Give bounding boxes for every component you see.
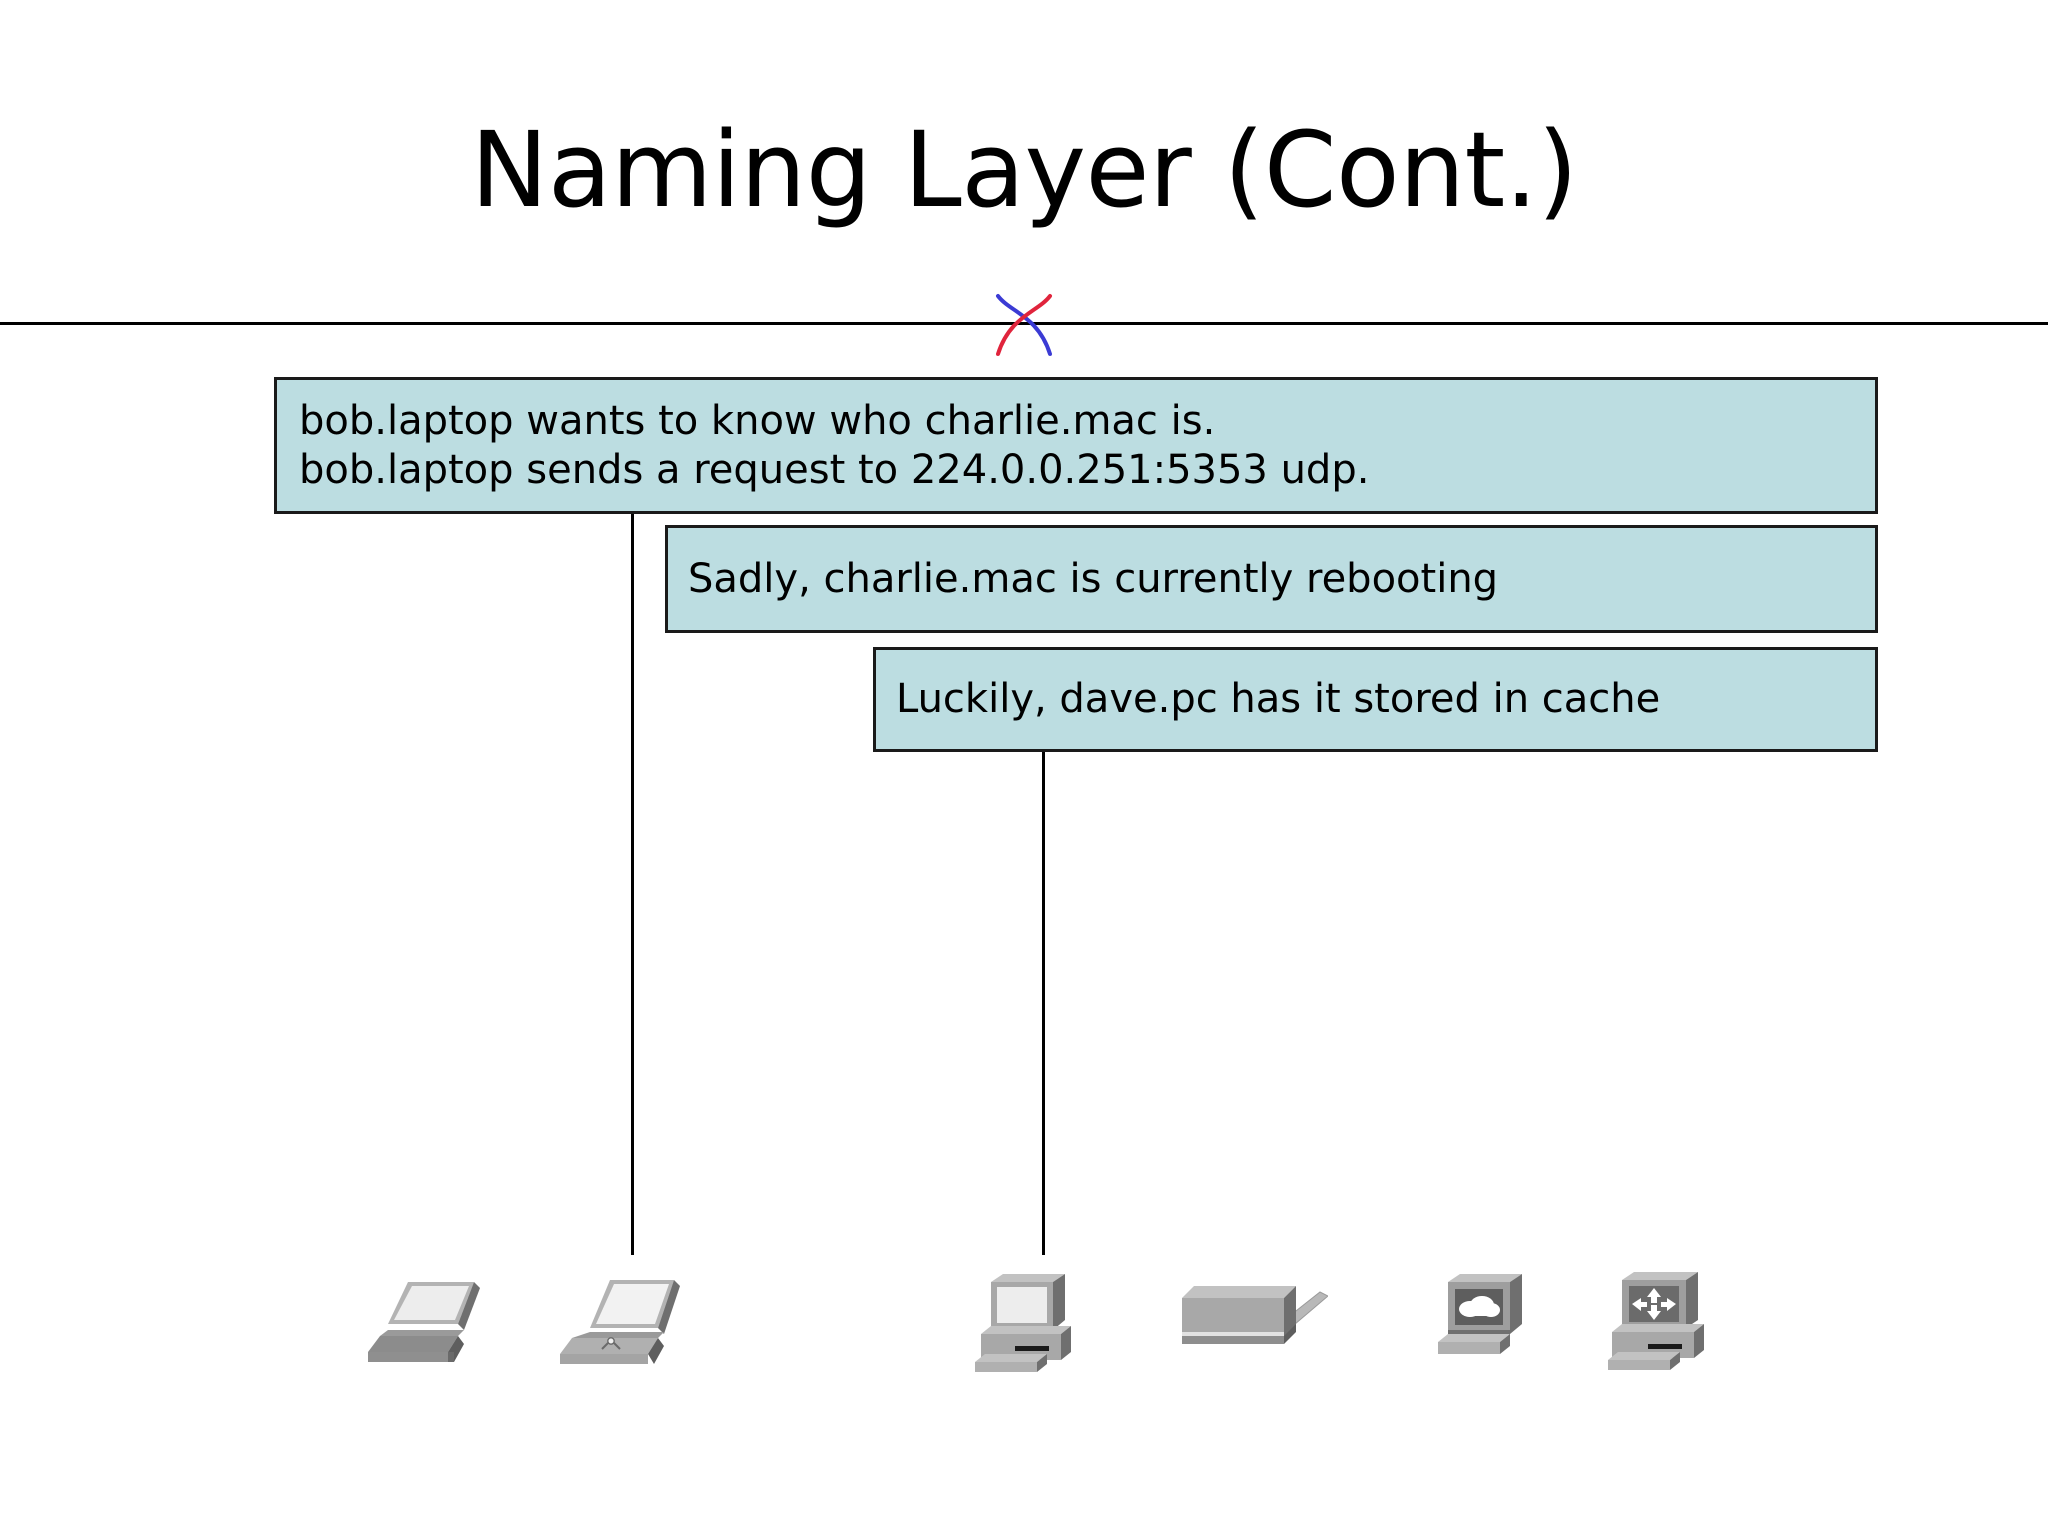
server-antenna-icon bbox=[1178, 1270, 1329, 1374]
connector-line-callout3-to-desktop bbox=[1042, 752, 1045, 1255]
callout-box-rebooting: Sadly, charlie.mac is currently rebootin… bbox=[665, 525, 1878, 633]
device-row bbox=[0, 1270, 2048, 1430]
callout-box-cache: Luckily, dave.pc has it stored in cache bbox=[873, 647, 1878, 752]
connector-line-callout1-to-laptop bbox=[631, 514, 634, 1255]
crossing-arcs-ornament bbox=[988, 292, 1060, 358]
callout-1-line-2: bob.laptop sends a request to 224.0.0.25… bbox=[299, 446, 1370, 493]
callout-2-line-1: Sadly, charlie.mac is currently rebootin… bbox=[688, 555, 1499, 602]
desktop-computer-icon bbox=[975, 1270, 1095, 1389]
title-divider-rule bbox=[0, 322, 2048, 325]
laptop-wireless-icon bbox=[552, 1270, 682, 1384]
callout-3-line-1: Luckily, dave.pc has it stored in cache bbox=[896, 676, 1661, 723]
callout-box-request: bob.laptop wants to know who charlie.mac… bbox=[274, 377, 1878, 514]
cloud-terminal-icon bbox=[1438, 1270, 1548, 1384]
page-title: Naming Layer (Cont.) bbox=[470, 109, 1578, 231]
router-workstation-icon bbox=[1608, 1270, 1728, 1389]
callout-1-line-1: bob.laptop wants to know who charlie.mac… bbox=[299, 397, 1216, 444]
laptop-icon bbox=[362, 1270, 482, 1384]
